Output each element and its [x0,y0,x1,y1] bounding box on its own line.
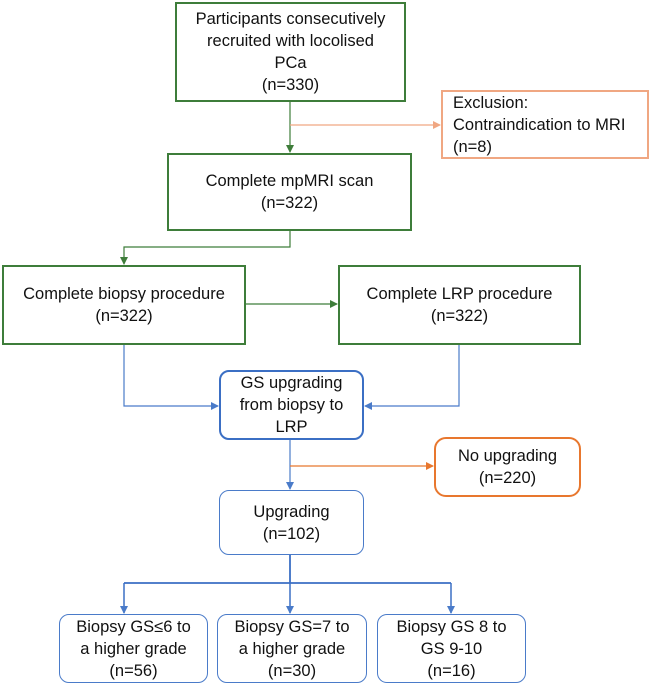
upgrading-line-1: Upgrading [253,502,330,521]
gs7-box: Biopsy GS=7 to a higher grade (n=30) [217,614,367,683]
arrow-biopsy-to-gs [123,345,219,410]
arrow-upgrading-trunk [124,555,451,584]
gs8-line-1: Biopsy GS 8 to [396,617,507,636]
upgrading-box: Upgrading (n=102) [219,490,364,555]
gs7-line-1: Biopsy GS=7 to [234,617,350,636]
exclusion-line-3: (n=8) [453,137,492,156]
lrp-box: Complete LRP procedure (n=322) [338,265,581,345]
no-upgrading-line-2: (n=220) [478,469,537,487]
mpmri-box: Complete mpMRI scan (n=322) [167,153,412,231]
recruited-box: Participants consecutively recruited wit… [175,2,406,102]
biopsy-box: Complete biopsy procedure (n=322) [2,265,246,345]
gs-upgrading-line-1: GS upgrading [240,374,343,392]
upgrading-line-2: (n=102) [262,524,321,543]
gs6-line-1: Biopsy GS≤6 to [76,617,191,636]
gs-upgrading-box: GS upgrading from biopsy to LRP [219,370,364,440]
recruited-line-1: Participants consecutively [195,10,386,28]
exclusion-line-2: Contraindication to MRI [453,115,626,134]
gs-upgrading-line-3: LRP [275,418,308,436]
gs7-line-3: (n=30) [267,661,317,680]
biopsy-line-1: Complete biopsy procedure [23,285,225,303]
gs6-box: Biopsy GS≤6 to a higher grade (n=56) [59,614,208,683]
arrow-mpmri-to-biopsy [120,231,291,265]
gs8-line-3: (n=16) [427,661,476,680]
no-upgrading-line-1: No upgrading [457,447,558,465]
gs-upgrading-line-2: from biopsy to [239,396,344,414]
recruited-line-3: PCa [274,54,307,72]
gs6-line-2: a higher grade [80,639,187,658]
lrp-line-1: Complete LRP procedure [366,285,553,303]
no-upgrading-box: No upgrading (n=220) [434,437,581,497]
gs8-line-2: GS 9-10 [420,639,483,658]
exclusion-line-1: Exclusion: [453,93,529,112]
recruited-line-2: recruited with locolised [207,32,374,50]
gs7-line-2: a higher grade [238,639,346,658]
exclusion-box: Exclusion: Contraindication to MRI (n=8) [441,90,649,159]
lrp-line-2: (n=322) [430,307,489,325]
mpmri-line-1: Complete mpMRI scan [205,172,374,190]
gs8-box: Biopsy GS 8 to GS 9-10 (n=16) [377,614,526,683]
biopsy-line-2: (n=322) [95,307,153,325]
mpmri-line-2: (n=322) [260,194,319,212]
arrow-lrp-to-gs [364,345,460,410]
recruited-line-4: (n=330) [261,76,320,94]
gs6-line-3: (n=56) [109,661,158,680]
